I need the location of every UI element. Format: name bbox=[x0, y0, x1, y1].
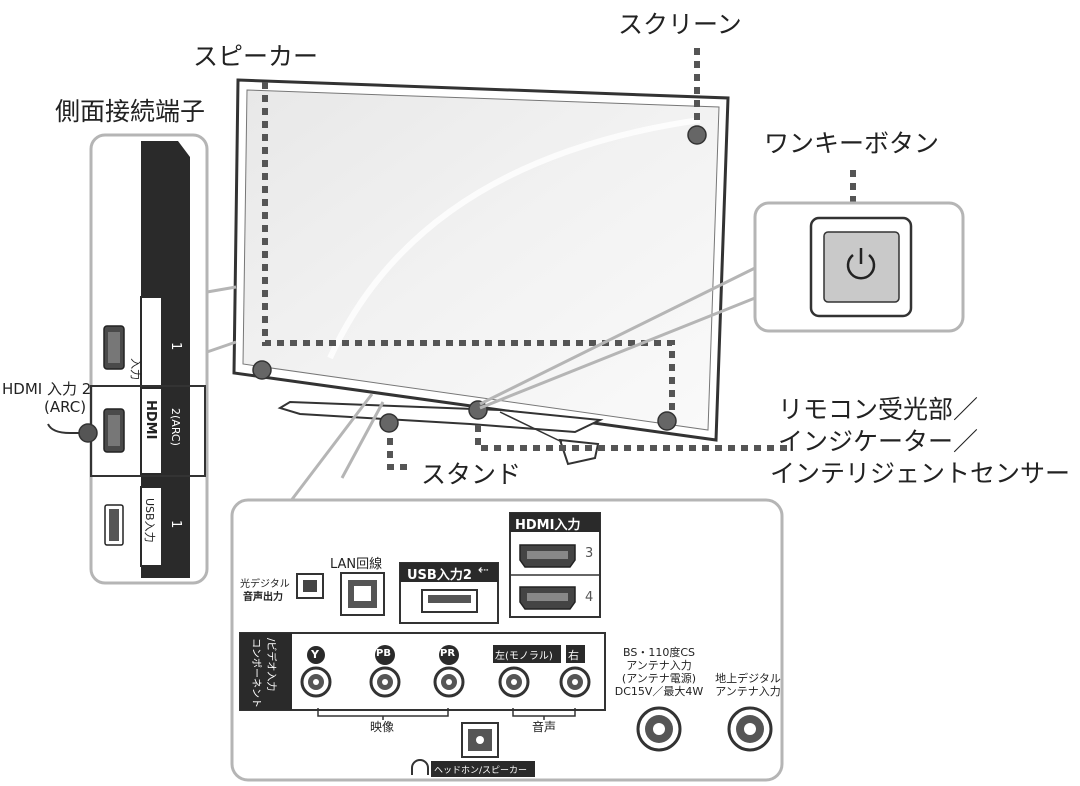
component-jacks bbox=[300, 666, 591, 698]
side-hdmi-label: HDMI bbox=[143, 400, 158, 440]
pb-label: PB bbox=[376, 648, 391, 659]
hdmi1-port bbox=[103, 325, 125, 370]
label-remote-receiver-1: リモコン受光部／ bbox=[778, 395, 979, 424]
hdmi4-port bbox=[519, 586, 576, 610]
side-usb-number: 1 bbox=[168, 520, 183, 529]
headphone-label: ヘッドホン/スピーカー bbox=[434, 766, 528, 776]
label-remote-receiver-2: インジケーター／ bbox=[778, 427, 979, 456]
callout-guides bbox=[206, 266, 756, 503]
hdmi-header: HDMI入力 bbox=[515, 518, 581, 533]
optical-label-1: 光デジタル bbox=[240, 579, 290, 590]
bs-label-3: (アンテナ電源) bbox=[621, 672, 697, 685]
component-label-2: /ビデオ入力 bbox=[265, 638, 276, 692]
lan-label: LAN回線 bbox=[330, 557, 383, 572]
side-hdmi-number: 2(ARC) bbox=[169, 408, 182, 446]
one-key-button-callout bbox=[753, 201, 965, 333]
leader-lines bbox=[262, 48, 856, 470]
label-stand: スタンド bbox=[421, 460, 522, 489]
hdmi2-arc-port bbox=[103, 408, 125, 453]
side-input-number: 1 bbox=[168, 342, 183, 351]
terrestrial-label-2: アンテナ入力 bbox=[715, 685, 781, 698]
label-screen: スクリーン bbox=[618, 10, 742, 39]
rear-terminal-panel bbox=[230, 498, 784, 782]
label-one-key-button: ワンキーボタン bbox=[764, 129, 940, 158]
bs-label-1: BS・110度CS bbox=[623, 646, 695, 659]
terrestrial-label-1: 地上デジタル bbox=[715, 672, 781, 685]
lan-port bbox=[340, 572, 385, 616]
bs-antenna-jack bbox=[636, 706, 682, 752]
bs-label-2: アンテナ入力 bbox=[626, 659, 692, 672]
headphone-icon bbox=[411, 759, 429, 775]
video-label: 映像 bbox=[370, 720, 395, 734]
side-usb-label: USB入力 bbox=[143, 498, 156, 543]
label-remote-receiver-3: インテリジェントセンサー bbox=[770, 459, 1071, 488]
side-input-label: 入力 bbox=[129, 358, 142, 380]
label-speaker: スピーカー bbox=[193, 42, 319, 71]
usb2-port bbox=[421, 589, 478, 613]
tv-screen bbox=[232, 78, 730, 442]
hdmi4-number: 4 bbox=[585, 590, 594, 605]
hdmi3-number: 3 bbox=[585, 546, 594, 561]
right-label: 右 bbox=[568, 649, 579, 662]
y-label: Y bbox=[311, 648, 319, 661]
headphone-port bbox=[461, 722, 499, 758]
audio-label: 音声 bbox=[532, 720, 557, 734]
label-hdmi2-arc-1: HDMI 入力 2 bbox=[2, 380, 92, 398]
terrestrial-antenna-jack bbox=[727, 706, 773, 752]
side-terminal-panel bbox=[47, 133, 209, 585]
bs-label-4: DC15V／最大4W bbox=[614, 685, 704, 698]
optical-label-2: 音声出力 bbox=[243, 592, 283, 603]
usb2-label: USB入力2 bbox=[407, 568, 472, 583]
component-label-1: コンポーネント bbox=[250, 638, 261, 708]
left-mono-label: 左(モノラル) bbox=[495, 651, 553, 662]
label-side-terminals: 側面接続端子 bbox=[55, 97, 206, 126]
hdmi3-port bbox=[519, 544, 576, 568]
label-hdmi2-arc-2: (ARC) bbox=[44, 398, 87, 416]
pr-label: PR bbox=[440, 648, 456, 659]
power-icon bbox=[846, 248, 876, 280]
usb2-icon: ⇠ bbox=[478, 563, 489, 578]
usb1-port bbox=[104, 504, 124, 546]
